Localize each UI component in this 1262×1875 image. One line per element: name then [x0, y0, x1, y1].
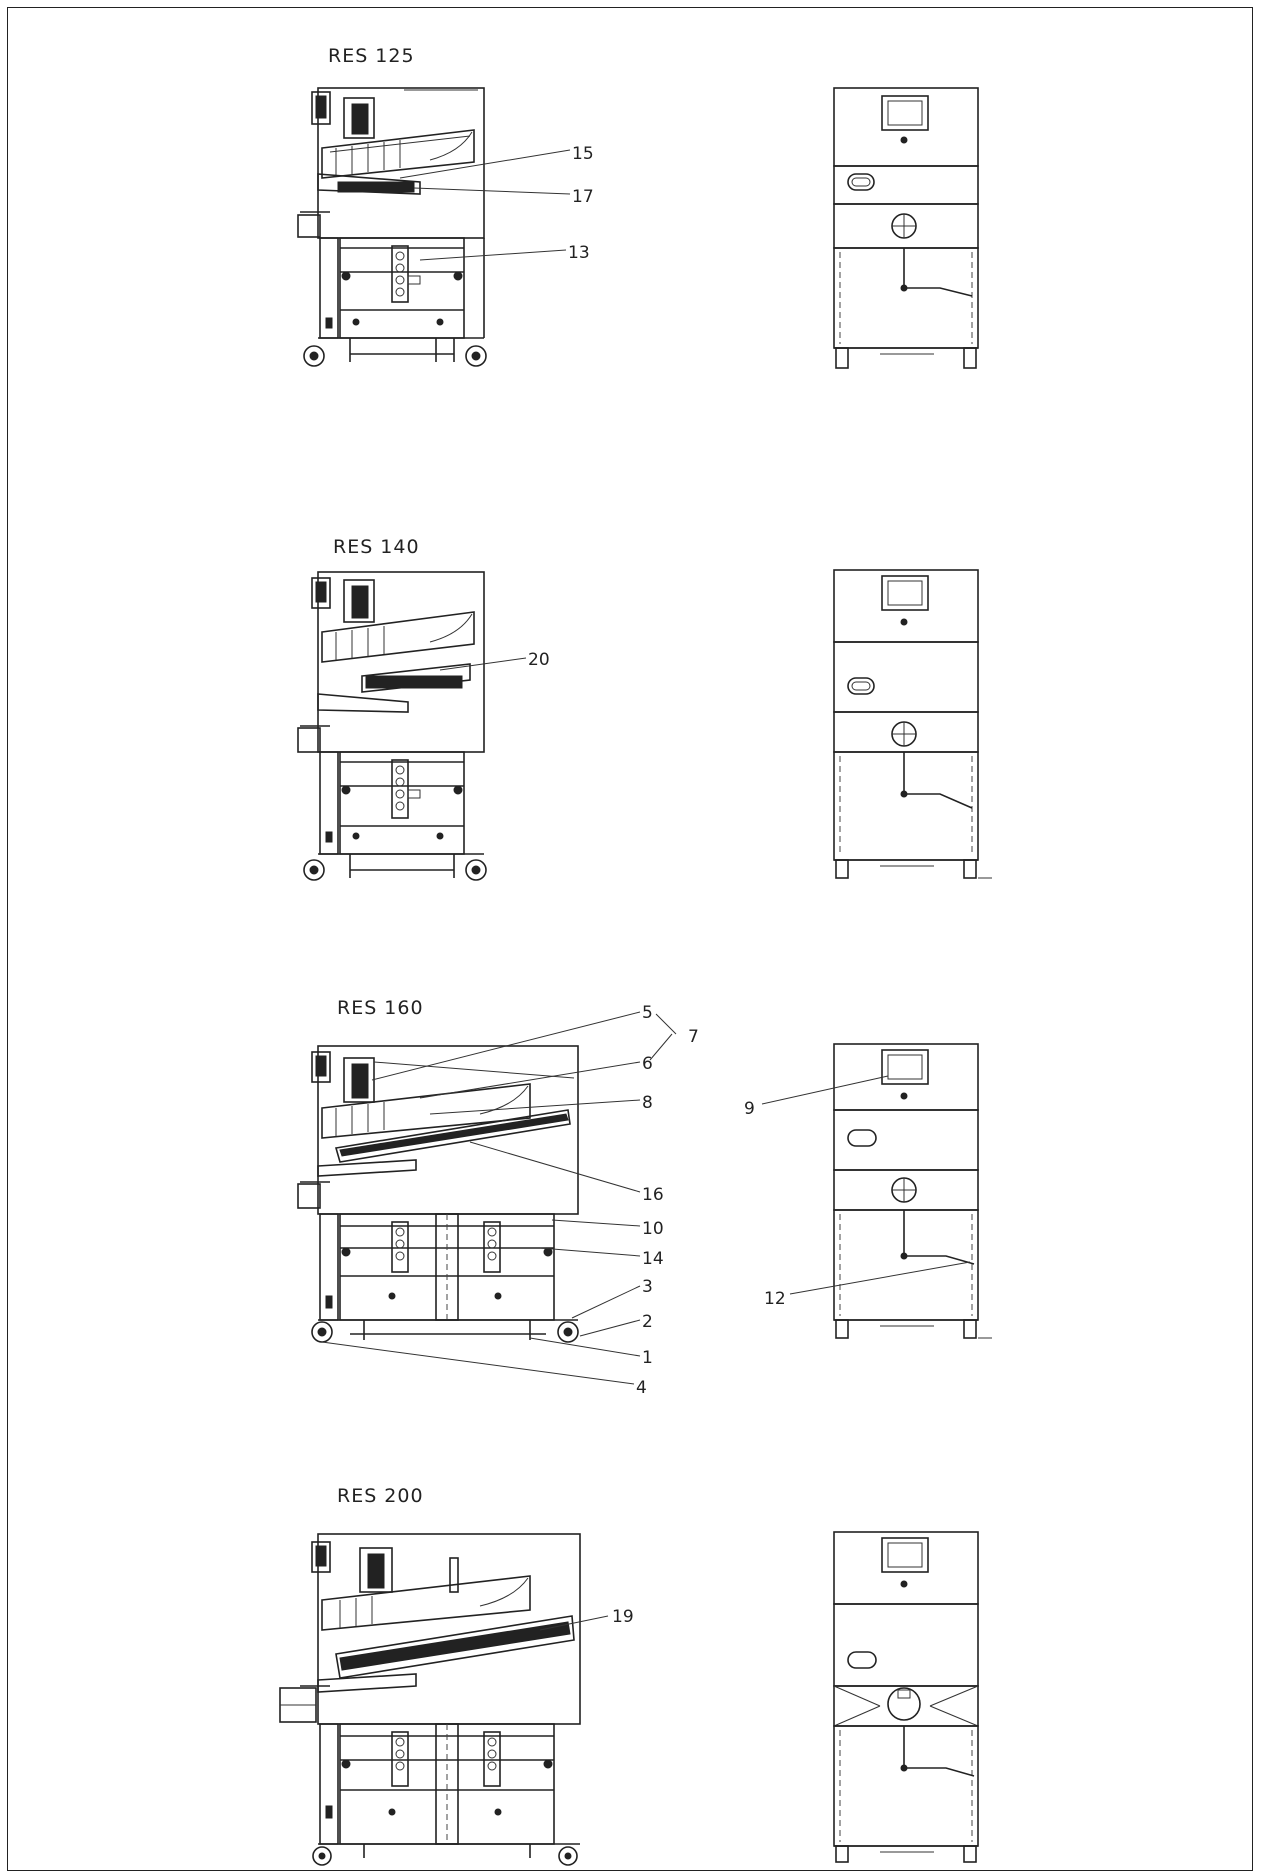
callout-2: 2 — [642, 1312, 653, 1332]
callout-13: 13 — [568, 243, 590, 263]
side-view-res160 — [297, 1045, 579, 1343]
callout-5: 5 — [642, 1003, 653, 1023]
callout-10: 10 — [642, 1219, 664, 1239]
callout-9: 9 — [744, 1099, 755, 1119]
model-title-res160: RES 160 — [337, 997, 424, 1019]
callout-14: 14 — [642, 1249, 664, 1269]
front-view-res140 — [833, 569, 992, 879]
front-view-res160 — [833, 1043, 992, 1339]
front-view-res125 — [833, 87, 979, 369]
model-title-res140: RES 140 — [333, 536, 420, 558]
callout-7: 7 — [688, 1027, 699, 1047]
callout-17: 17 — [572, 187, 594, 207]
callouts-res140: 20 — [439, 650, 550, 671]
callout-1: 1 — [642, 1348, 653, 1368]
side-view-res140 — [297, 571, 487, 881]
callout-8: 8 — [642, 1093, 653, 1113]
front-view-res200 — [833, 1531, 979, 1863]
callout-3: 3 — [642, 1277, 653, 1297]
model-title-res125: RES 125 — [328, 45, 415, 67]
callout-4: 4 — [636, 1378, 647, 1398]
callout-16: 16 — [642, 1185, 664, 1205]
side-view-res125 — [297, 87, 487, 367]
callouts-res200: 19 — [539, 1607, 634, 1631]
side-view-res200 — [279, 1533, 581, 1866]
callout-20: 20 — [528, 650, 550, 670]
front-callouts-res160: 9 12 — [744, 1075, 971, 1309]
callouts-res125: 15 17 13 — [399, 144, 594, 263]
callouts-res160: 5 7 6 8 16 10 14 3 2 1 4 — [321, 1003, 699, 1398]
callout-15: 15 — [572, 144, 594, 164]
model-title-res200: RES 200 — [337, 1485, 424, 1507]
callout-19: 19 — [612, 1607, 634, 1627]
drawing-frame — [7, 7, 1253, 1871]
callout-6: 6 — [642, 1054, 653, 1074]
callout-12: 12 — [764, 1289, 786, 1309]
